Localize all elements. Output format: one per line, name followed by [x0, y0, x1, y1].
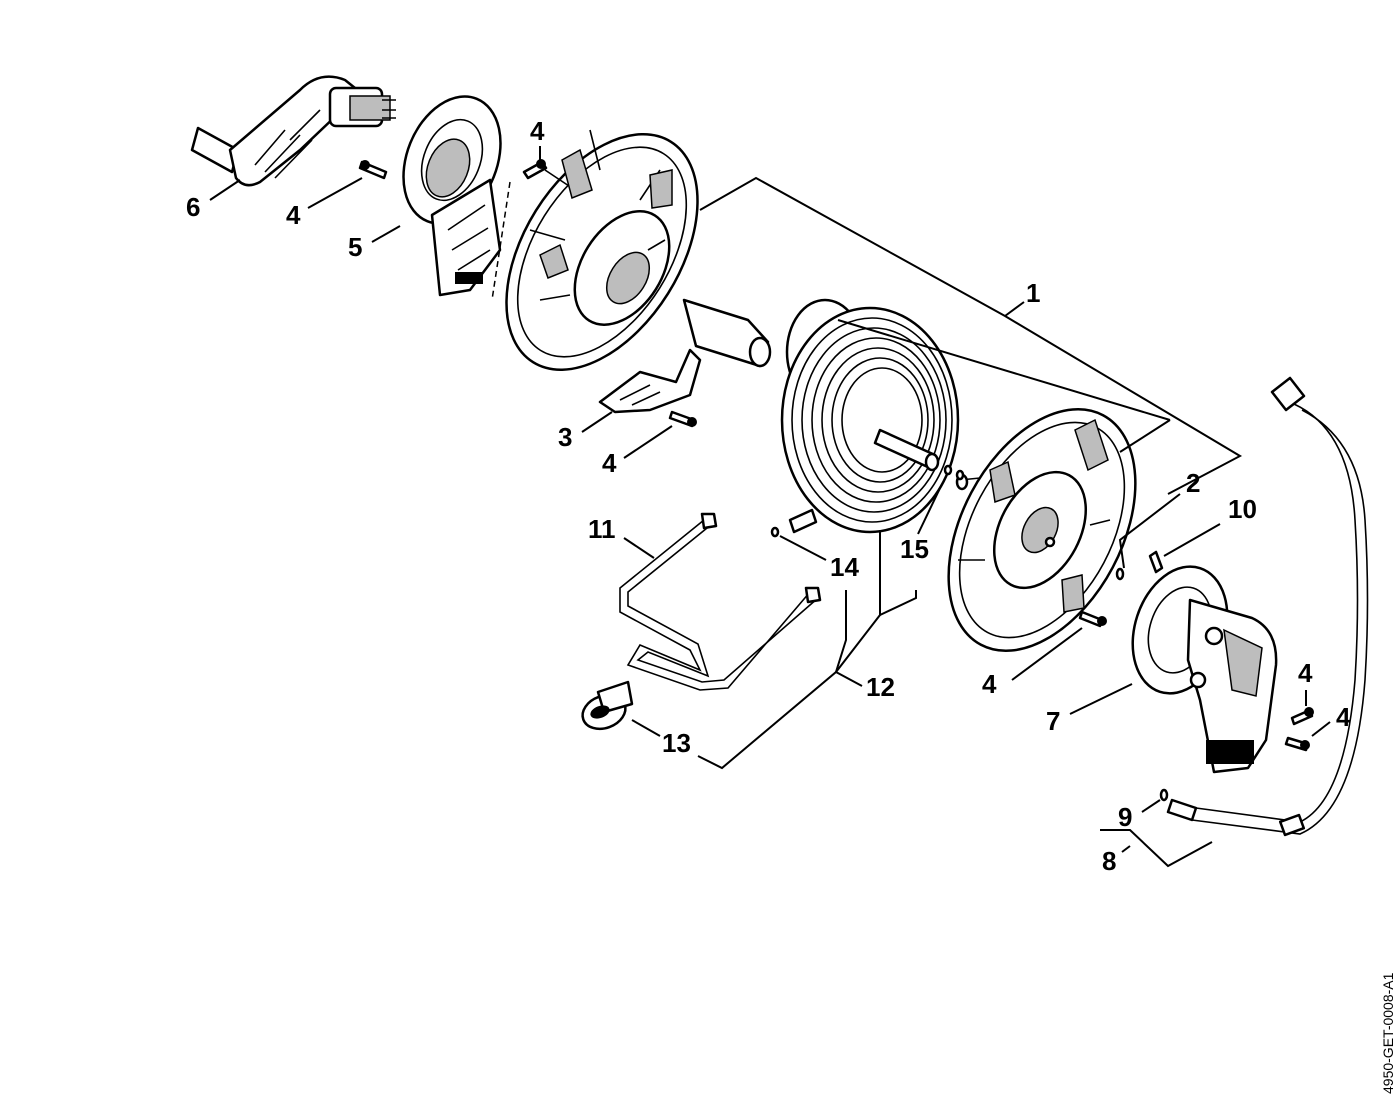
hose-connector [581, 680, 634, 731]
seal-ring-part [770, 464, 1164, 581]
reel-frame-bracket-left [402, 95, 511, 301]
leader-lines [209, 146, 1331, 868]
screw-part [668, 410, 697, 428]
callout-11: 11 [588, 514, 616, 544]
hose-guide-wire [619, 512, 822, 691]
reel-frame-bracket-right [1131, 565, 1278, 774]
callout-4: 4 [1298, 658, 1313, 688]
screw-part [1290, 707, 1314, 726]
callout-10: 10 [1228, 494, 1257, 524]
callout-4: 4 [982, 669, 997, 699]
callout-4: 4 [530, 116, 545, 146]
screw-part [1284, 736, 1310, 752]
callout-1: 1 [1026, 278, 1040, 308]
hose-drum [780, 298, 960, 534]
callout-12: 12 [866, 672, 895, 702]
callout-9: 9 [1118, 802, 1132, 832]
callout-8: 8 [1102, 846, 1116, 876]
drawing-code: 4950-GET-0008-A1 [1380, 972, 1396, 1094]
reel-spindle-bracket [598, 298, 772, 414]
reel-disc-left [505, 129, 699, 371]
callout-2: 2 [1186, 468, 1200, 498]
reel-disc-right [947, 407, 1137, 653]
callout-7: 7 [1046, 706, 1060, 736]
callout-6: 6 [186, 192, 200, 222]
callout-4: 4 [1336, 702, 1351, 732]
callout-14: 14 [830, 552, 859, 582]
screw-part [522, 159, 548, 180]
crank-handle-part [190, 75, 396, 187]
callout-3: 3 [558, 422, 572, 452]
callout-13: 13 [662, 728, 691, 758]
callout-15: 15 [900, 534, 929, 564]
callout-4: 4 [286, 200, 301, 230]
screw-part [358, 160, 388, 180]
callout-4: 4 [602, 448, 617, 478]
screw-part [1078, 610, 1107, 628]
connecting-hose [1159, 376, 1369, 837]
callout-5: 5 [348, 232, 362, 262]
